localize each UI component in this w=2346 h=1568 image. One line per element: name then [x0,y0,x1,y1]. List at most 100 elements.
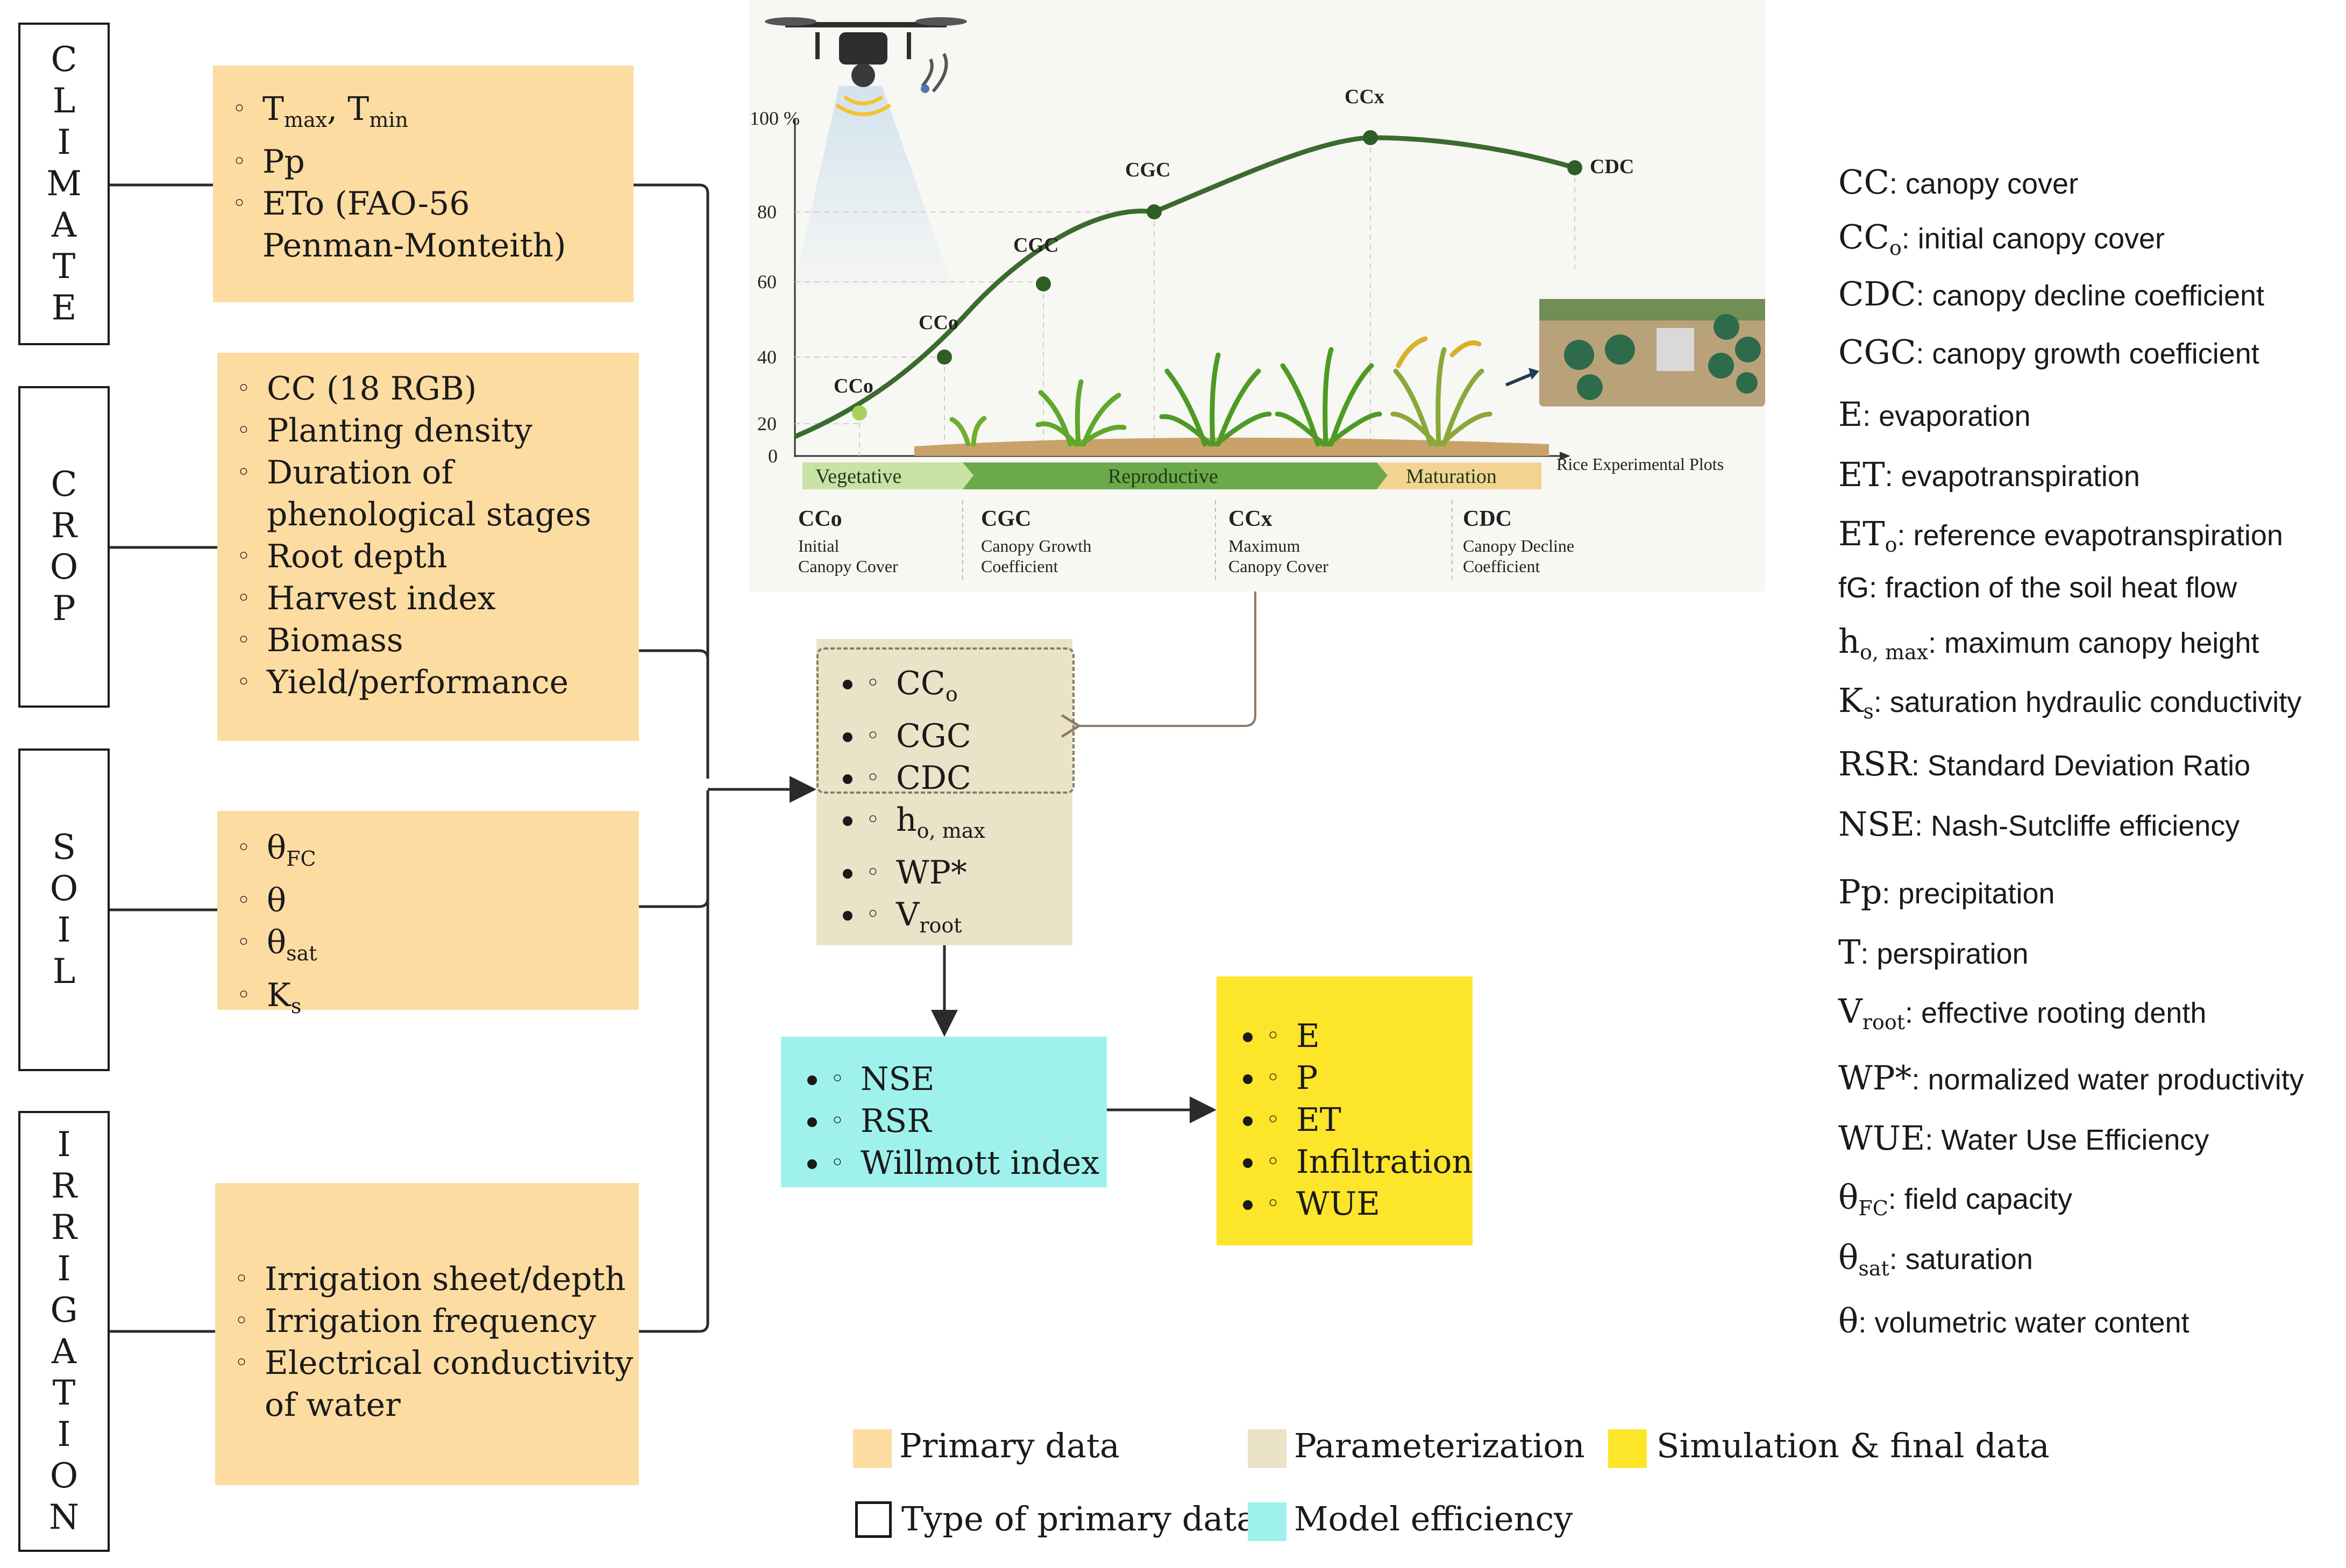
bracket-crop [639,649,709,779]
plots-label: Rice Experimental Plots [1556,454,1724,474]
glossary-entry: CGC: canopy growth coefficient [1838,332,2259,372]
crop-item: Harvest index [237,578,639,619]
caption-line: Canopy Growth [981,536,1091,555]
simulation-item: Infiltration [1266,1141,1473,1183]
legend-swatch-type [855,1501,892,1538]
legend-label-type: Type of primary data [901,1499,1257,1538]
category-letter: L [52,952,76,992]
irrigation-item: Irrigation sheet/depth [234,1258,639,1300]
efficiency-item: NSE [830,1058,1107,1100]
soil-item-ks: Ks [237,974,639,1027]
simulation-box: E P ET Infiltration WUE [1217,977,1473,1245]
category-letter: M [46,163,82,204]
y-tick: 0 [768,445,778,467]
glossary-entry: RSR: Standard Deviation Ratio [1838,744,2251,783]
category-letter: S [52,828,76,867]
param-item-cdc: CDC [866,757,1072,799]
arrow-uav-to-params [1061,591,1256,738]
legend-swatch-parameterization [1248,1429,1286,1468]
category-box-crop: C R O P [18,386,110,708]
param-item-height: ho, max [866,799,1072,852]
glossary-entry: WP*: normalized water productivity [1838,1058,2304,1097]
curve-point [1147,204,1162,219]
irrigation-data-box: Irrigation sheet/depth Irrigation freque… [215,1183,639,1485]
efficiency-item: RSR [830,1100,1107,1142]
category-letter: C [51,465,77,504]
point-label: CGC [1125,159,1170,181]
climate-item-temperature: Tmax, Tmin [232,88,634,141]
efficiency-item: Willmott index [830,1142,1107,1184]
glossary-entry: Ks: saturation hydraulic conductivity [1838,681,2302,723]
category-letter: I [57,1415,71,1455]
irrigation-item-cont: of water [265,1386,401,1424]
climate-data-box: Tmax, Tmin Pp ETo (FAO-56 Penman-Monteit… [213,66,634,302]
glossary-entry: CDC: canopy decline coefficient [1838,274,2265,313]
point-label: CCo [919,311,958,334]
irrigation-item: Electrical conductivity [234,1342,639,1384]
category-letter: P [52,589,76,629]
category-letter: L [52,81,76,121]
caption-line: Canopy Decline [1463,536,1574,555]
legend-swatch-simulation [1608,1429,1647,1468]
glossary-entry: ho, max: maximum canopy height [1838,622,2259,664]
simulation-item: P [1266,1057,1473,1099]
glossary-entry: E: evaporation [1838,395,2031,434]
param-item-wp: WP* [866,852,1072,894]
drone-beam [791,86,957,301]
category-letter: I [57,1125,71,1165]
category-letter: O [49,1456,79,1496]
category-letter: R [51,506,77,546]
caption-abbr: CCx [1228,507,1272,531]
glossary-entry: T: perspiration [1838,932,2029,972]
legend-label-parameterization: Parameterization [1294,1426,1585,1465]
y-tick: 80 [757,201,777,223]
drone-icon [765,17,967,116]
curve-point [1363,130,1378,145]
category-letter: G [50,1291,78,1330]
model-efficiency-box: NSE RSR Willmott index [781,1037,1107,1187]
category-letter: T [52,246,76,287]
param-item-cgc: CGC [866,715,1072,757]
glossary-entry: θsat: saturation [1838,1238,2033,1280]
soil-item-field-capacity: θFC [237,827,639,880]
bracket-climate [634,183,709,779]
crop-item-cont: phenological stages [267,496,592,533]
caption-abbr: CCo [798,507,842,531]
param-item-cco: CCo [866,662,1072,715]
caption-abbr: CDC [1463,507,1512,531]
plots-arrow-head [1529,368,1539,380]
caption-abbr: CGC [981,507,1031,531]
glossary-entry: ETo: reference evapotranspiration [1838,514,2283,557]
y-tick: 20 [757,413,777,434]
caption-line: Canopy Cover [1228,557,1328,576]
glossary-entry: CC: canopy cover [1838,162,2079,202]
phase-label: Vegetative [815,465,901,488]
legend-label-efficiency: Model efficiency [1294,1499,1573,1538]
phase-vegetative [802,462,973,489]
crop-item: Duration of [237,452,639,494]
glossary-entry: CCo: initial canopy cover [1838,217,2165,260]
simulation-item: WUE [1266,1183,1473,1225]
category-letter: E [51,288,77,328]
phase-label: Maturation [1406,465,1497,488]
soil-item-water-content: θ [237,880,639,922]
glossary-entry: Pp: precipitation [1838,872,2055,911]
category-letter: R [51,1166,77,1206]
category-letter: C [51,39,77,80]
glossary-entry: WUE: Water Use Efficiency [1838,1118,2209,1158]
crop-item: Planting density [237,410,639,452]
category-letter: I [57,1249,71,1289]
phase-label: Reproductive [1108,465,1218,488]
crop-item: Biomass [237,619,639,661]
category-letter: O [49,869,79,909]
phase-reproductive [963,462,1388,489]
legend-label-simulation: Simulation & final data [1657,1426,2050,1465]
y-axis-label: 100 % [750,108,800,129]
glossary-entry: θ: volumetric water content [1838,1301,2189,1341]
point-label: CDC [1590,155,1634,178]
phase-maturation [1377,462,1541,489]
category-letter: A [51,205,77,245]
irrigation-item: Irrigation frequency [234,1300,639,1342]
